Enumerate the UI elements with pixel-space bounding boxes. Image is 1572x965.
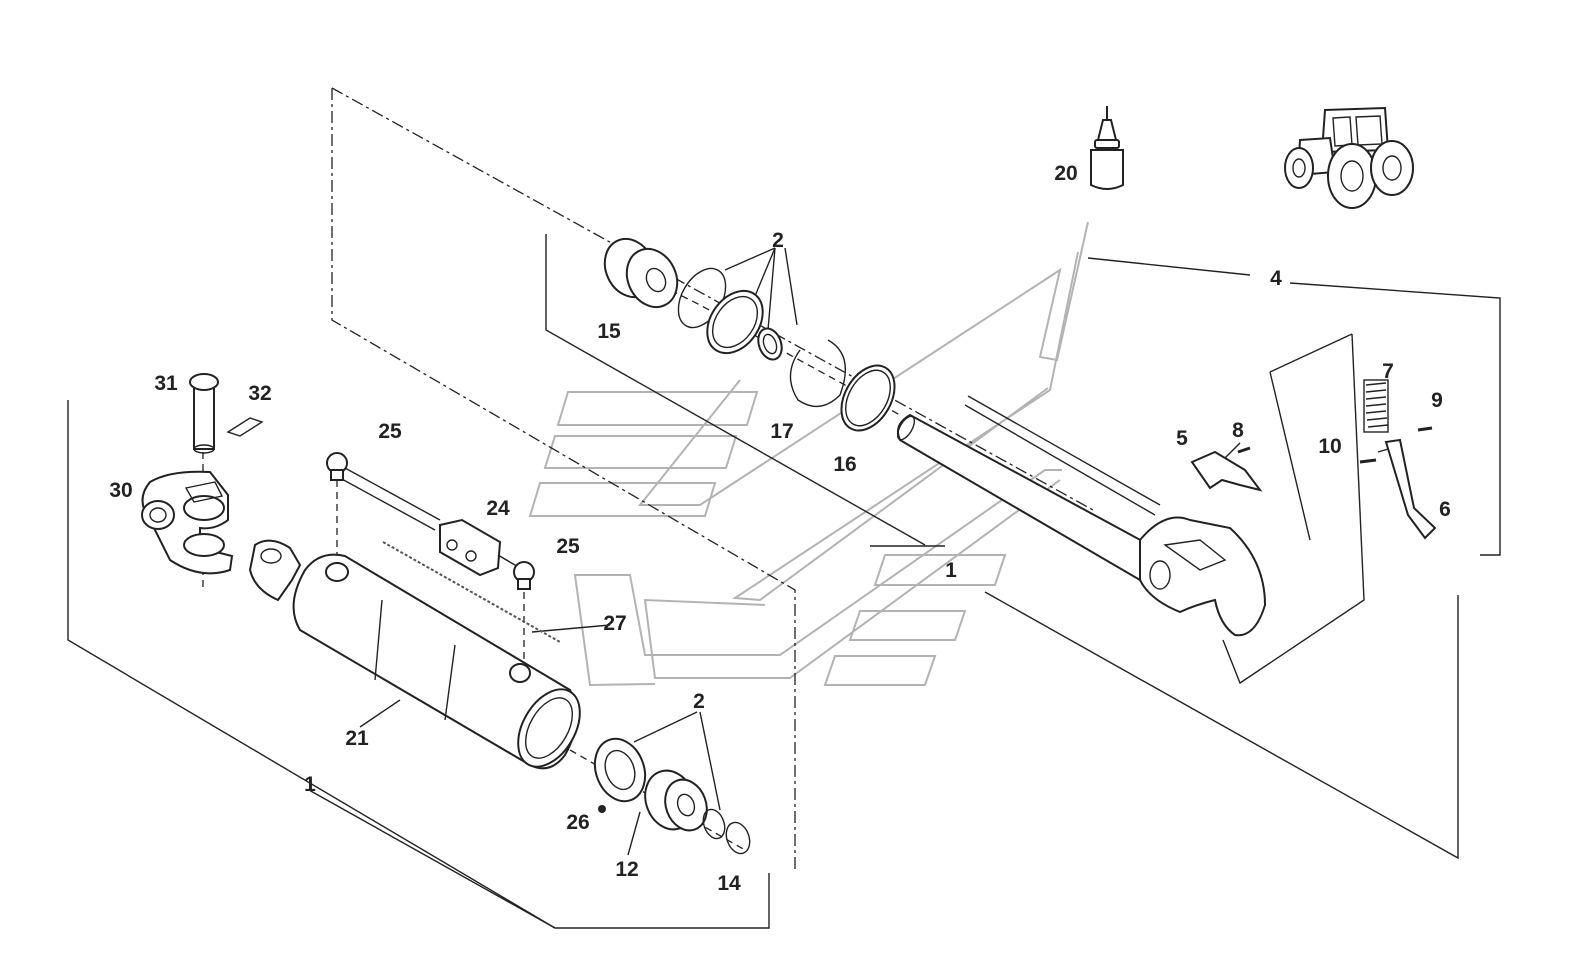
oil-bottle-icon [1090,106,1124,190]
callout-7: 7 [1382,360,1394,383]
callout-5: 5 [1176,427,1188,450]
callout-8: 8 [1232,419,1244,442]
callout-25-lower: 25 [556,535,580,558]
watermark-logo [528,221,1089,687]
callout-16: 16 [833,453,856,476]
part-2-seals-lower [702,808,726,840]
callout-4: 4 [1270,267,1282,290]
part-2-seals-upper [677,267,783,361]
part-6-plunger [1384,438,1437,540]
callout-labels: 1 1 2 2 4 5 6 7 8 9 10 12 14 15 16 17 20… [109,162,1451,895]
callout-30: 30 [109,479,132,502]
part-31-pin [189,373,219,454]
part-9-pin [1417,426,1433,432]
part-30-clevis [141,470,234,575]
part-8-pin [1237,446,1251,454]
part-17-snap-ring [789,339,847,408]
part-10-pin [1359,458,1377,464]
callout-32: 32 [248,382,271,405]
callout-2-upper: 2 [772,229,784,252]
callout-9: 9 [1431,389,1443,412]
part-7-spring [1363,379,1389,433]
part-24-valve-block [339,467,521,577]
callout-2-lower: 2 [693,690,705,713]
part-rod [896,395,1161,582]
part-27-hose [382,541,561,643]
part-25-fitting-lower [513,561,535,590]
callout-21: 21 [345,727,369,750]
callout-10: 10 [1318,435,1341,458]
tractor-icon [1284,106,1414,209]
callout-17: 17 [770,420,793,443]
callout-26: 26 [566,811,589,834]
callout-6: 6 [1439,498,1451,521]
callout-24: 24 [486,497,510,520]
part-hook [1139,516,1267,637]
part-14-ring [725,821,751,855]
part-26-ball [598,805,606,813]
callout-14: 14 [717,872,741,895]
bracket-lines [67,87,1501,929]
callout-12: 12 [615,858,638,881]
part-25-fitting-upper [326,452,348,481]
callout-20: 20 [1054,162,1077,185]
part-32-clip [226,417,264,437]
callout-25-upper: 25 [378,420,402,443]
callout-1-lower: 1 [304,773,316,796]
callout-31: 31 [154,372,178,395]
part-5-latch [1190,450,1263,492]
part-12-gland [593,737,708,832]
part-16-ring [840,364,896,432]
callout-1-right: 1 [945,559,957,582]
callout-27: 27 [603,612,626,635]
part-15-piston [603,237,679,309]
callout-15: 15 [597,320,621,343]
part-21-cylinder-barrel [248,539,581,770]
